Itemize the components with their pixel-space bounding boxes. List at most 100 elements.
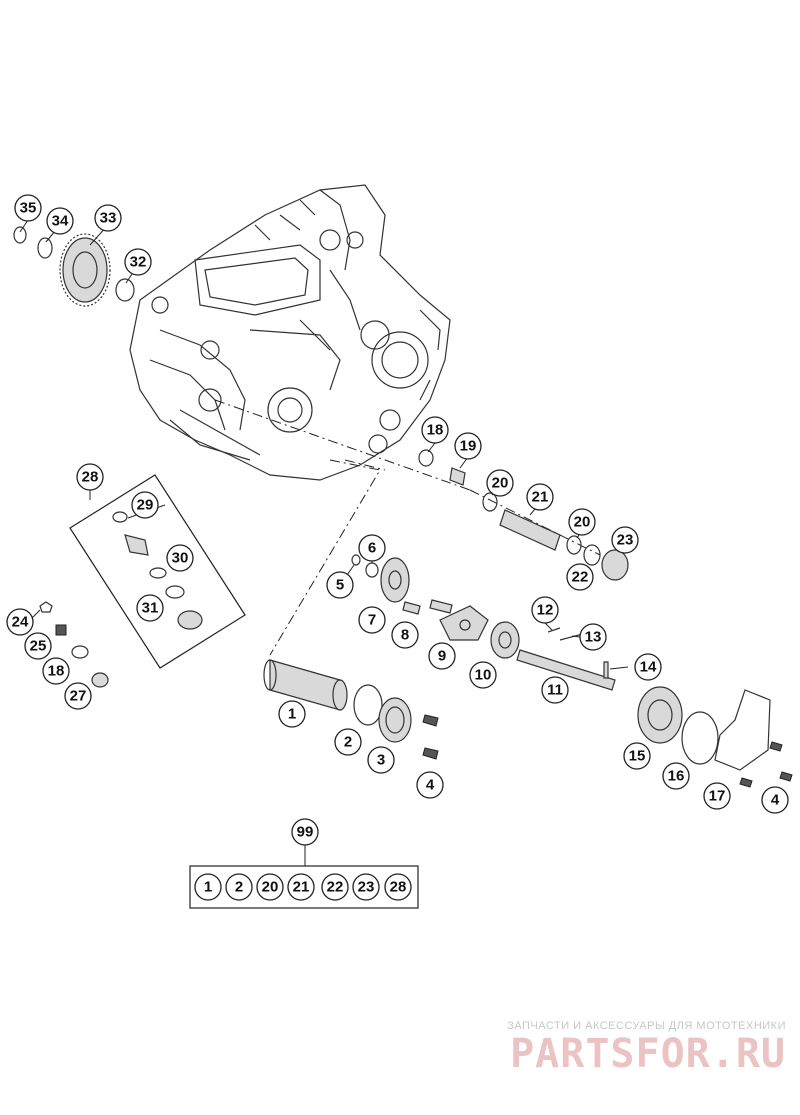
part-33-gear <box>59 233 111 307</box>
callout-16[interactable]: 16 <box>662 762 690 790</box>
svg-text:4: 4 <box>771 792 780 809</box>
oil-pump-parts <box>263 449 793 788</box>
callout-17[interactable]: 17 <box>703 782 731 810</box>
callout-29[interactable]: 29 <box>131 491 159 519</box>
callout-2[interactable]: 2 <box>334 728 362 756</box>
callout-18[interactable]: 18 <box>421 416 449 444</box>
callout-35[interactable]: 35 <box>14 194 42 222</box>
part-12-pin <box>547 627 561 633</box>
callout-1[interactable]: 1 <box>278 700 306 728</box>
callout-21[interactable]: 21 <box>526 483 554 511</box>
part-24-nut <box>39 601 53 613</box>
part-20-ring-b <box>566 535 582 555</box>
callout-25[interactable]: 25 <box>24 632 52 660</box>
part-15-pump-housing <box>637 686 683 744</box>
svg-text:24: 24 <box>12 614 29 631</box>
callout-13[interactable]: 13 <box>579 623 607 651</box>
svg-text:7: 7 <box>368 612 376 629</box>
callout-33[interactable]: 33 <box>94 204 122 232</box>
svg-text:22: 22 <box>572 569 589 586</box>
kit-99-item-20[interactable]: 20 <box>256 873 284 901</box>
callout-7[interactable]: 7 <box>358 606 386 634</box>
part-21-shaft <box>499 509 561 551</box>
svg-text:6: 6 <box>368 540 376 557</box>
callout-32[interactable]: 32 <box>124 248 152 276</box>
callout-8[interactable]: 8 <box>391 621 419 649</box>
callout-15[interactable]: 15 <box>623 742 651 770</box>
part-14-pin <box>603 661 609 679</box>
kit-99-item-21[interactable]: 21 <box>287 873 315 901</box>
callout-20-b[interactable]: 20 <box>568 508 596 536</box>
callout-99[interactable]: 99 <box>291 818 319 846</box>
part-11-shaft <box>516 649 616 691</box>
part-22-ring <box>583 544 601 566</box>
svg-text:11: 11 <box>547 682 563 699</box>
svg-text:20: 20 <box>262 879 279 896</box>
callout-10[interactable]: 10 <box>469 661 497 689</box>
callout-9[interactable]: 9 <box>428 642 456 670</box>
callout-24[interactable]: 24 <box>6 608 34 636</box>
svg-text:1: 1 <box>288 706 296 723</box>
callout-27[interactable]: 27 <box>64 682 92 710</box>
callout-3[interactable]: 3 <box>367 746 395 774</box>
callout-18-b[interactable]: 18 <box>42 657 70 685</box>
svg-text:2: 2 <box>235 879 243 896</box>
svg-text:35: 35 <box>20 200 37 217</box>
callout-22[interactable]: 22 <box>566 563 594 591</box>
svg-text:33: 33 <box>100 210 117 227</box>
kit-99-item-28[interactable]: 28 <box>384 873 412 901</box>
part-18-ring-b <box>71 645 89 659</box>
svg-text:22: 22 <box>327 879 344 896</box>
part-20-ring <box>482 492 498 512</box>
svg-text:13: 13 <box>585 629 602 646</box>
callout-5[interactable]: 5 <box>326 571 354 599</box>
part-5-circlip <box>351 554 361 566</box>
callout-19[interactable]: 19 <box>454 432 482 460</box>
drive-gear-group <box>13 226 135 307</box>
callout-14[interactable]: 14 <box>634 653 662 681</box>
watermark-brand: PARTSFOR.RU <box>510 1031 786 1077</box>
part-32-bushing <box>115 278 135 302</box>
kit-99-item-1[interactable]: 1 <box>194 873 222 901</box>
kit-99-item-2[interactable]: 2 <box>225 873 253 901</box>
callout-11[interactable]: 11 <box>541 676 569 704</box>
callout-6[interactable]: 6 <box>358 534 386 562</box>
svg-text:8: 8 <box>401 627 409 644</box>
callout-28[interactable]: 28 <box>76 463 104 491</box>
svg-text:23: 23 <box>617 532 634 549</box>
svg-text:21: 21 <box>293 879 310 896</box>
watermark-tagline: ЗАПЧАСТИ И АКСЕССУАРЫ ДЛЯ МОТОТЕХНИКИ <box>507 1020 786 1032</box>
part-3-filter-cover <box>378 697 412 743</box>
part-34-washer <box>37 237 53 259</box>
part-23-plug <box>601 549 629 581</box>
svg-text:9: 9 <box>438 648 446 665</box>
callout-31[interactable]: 31 <box>136 594 164 622</box>
kit-99-item-22[interactable]: 22 <box>321 873 349 901</box>
svg-text:28: 28 <box>82 469 99 486</box>
svg-text:14: 14 <box>640 659 657 676</box>
part-35-circlip <box>13 226 27 244</box>
svg-text:18: 18 <box>48 663 65 680</box>
callout-30[interactable]: 30 <box>166 544 194 572</box>
part-19-screw <box>449 467 466 486</box>
part-9-cover <box>439 605 489 641</box>
assembly-axis-lines <box>214 399 601 656</box>
callout-12[interactable]: 12 <box>531 596 559 624</box>
callout-4-b[interactable]: 4 <box>761 786 789 814</box>
callout-20[interactable]: 20 <box>486 469 514 497</box>
callout-34[interactable]: 34 <box>46 207 74 235</box>
svg-text:25: 25 <box>30 638 47 655</box>
svg-text:20: 20 <box>574 514 591 531</box>
part-2-oring <box>353 684 383 726</box>
kit-99-item-23[interactable]: 23 <box>352 873 380 901</box>
part-27-plug <box>91 672 109 688</box>
callout-23[interactable]: 23 <box>611 526 639 554</box>
svg-text:21: 21 <box>532 489 549 506</box>
callout-4[interactable]: 4 <box>416 771 444 799</box>
part-10-rotor <box>490 621 520 659</box>
svg-text:17: 17 <box>709 788 726 805</box>
svg-text:19: 19 <box>460 438 477 455</box>
svg-text:15: 15 <box>629 748 646 765</box>
part-31-plug <box>177 610 203 630</box>
